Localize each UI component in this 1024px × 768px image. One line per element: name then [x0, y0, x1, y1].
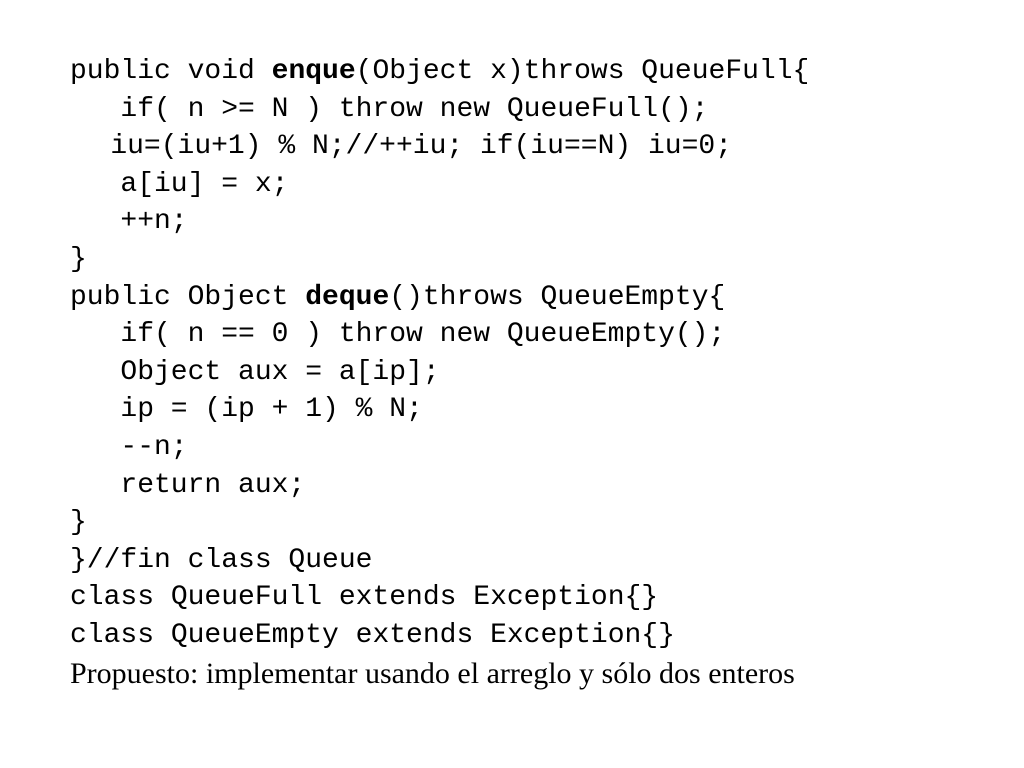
- code-line: class QueueEmpty extends Exception{}: [70, 617, 675, 655]
- method-name: deque: [305, 281, 390, 313]
- code-text: ip = (ip + 1) % N;: [120, 394, 423, 426]
- code-line: if( n == 0 ) throw new QueueEmpty();: [120, 316, 725, 354]
- code-text: class QueueFull extends Exception{}: [70, 582, 659, 614]
- code-text: ++n;: [120, 206, 188, 238]
- code-text: }//fin class Queue: [70, 544, 373, 576]
- code-line: if( n >= N ) throw new QueueFull();: [120, 91, 708, 129]
- code-line: public void enque(Object x)throws QueueF…: [70, 53, 809, 91]
- code-line: return aux;: [120, 467, 305, 505]
- code-text: public Object: [70, 281, 306, 313]
- code-text: ()throws QueueEmpty{: [389, 281, 726, 313]
- code-text: --n;: [120, 432, 188, 463]
- code-text: }: [70, 507, 87, 539]
- code-text: public void: [70, 56, 272, 87]
- code-line: public Object deque()throws QueueEmpty{: [70, 279, 725, 317]
- proposal-note: Propuesto: implementar usando el arreglo…: [70, 657, 795, 690]
- code-line: }//fin class Queue: [70, 542, 372, 580]
- code-line: ++n;: [120, 203, 187, 241]
- code-text: Object aux = a[ip];: [120, 356, 440, 388]
- code-text: if( n == 0 ) throw new QueueEmpty();: [120, 319, 726, 351]
- method-name: enque: [271, 56, 356, 87]
- code-line: Object aux = a[ip];: [120, 354, 439, 392]
- code-line: a[iu] = x;: [120, 166, 288, 204]
- code-text: class QueueEmpty extends Exception{}: [70, 620, 675, 651]
- code-text: if( n >= N ) throw new QueueFull();: [120, 93, 709, 125]
- code-text: iu=(iu+1) % N;//++iu; if(iu==N) iu=0;: [110, 131, 733, 163]
- code-line: iu=(iu+1) % N;//++iu; if(iu==N) iu=0;: [110, 128, 732, 166]
- code-line: }: [70, 504, 87, 542]
- code-text: a[iu] = x;: [120, 168, 289, 200]
- code-line: --n;: [120, 429, 187, 467]
- code-line: class QueueFull extends Exception{}: [70, 579, 658, 617]
- code-text: }: [70, 244, 87, 275]
- code-text: return aux;: [120, 469, 306, 501]
- code-text: (Object x)throws QueueFull{: [355, 56, 810, 87]
- code-line: ip = (ip + 1) % N;: [120, 391, 422, 429]
- code-line: }: [70, 241, 87, 279]
